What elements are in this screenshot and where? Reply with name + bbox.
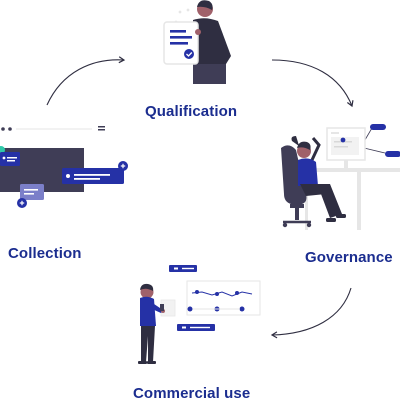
- person-torso: [140, 296, 156, 326]
- collection-illustration: [0, 122, 128, 208]
- arrow-governance-to-commercial: [270, 287, 352, 339]
- arrow-qualification-to-governance: [271, 59, 354, 108]
- person-torso: [298, 158, 318, 186]
- check-icon: [184, 49, 194, 59]
- person-torso: [193, 18, 231, 64]
- person-legs: [193, 64, 226, 84]
- stage-label-governance: Governance: [305, 249, 393, 266]
- arrow-collection-to-qualification: [46, 56, 126, 106]
- trend-line: [191, 291, 253, 297]
- status-pill: [370, 124, 386, 130]
- chair: [281, 145, 307, 204]
- chart-card: [186, 280, 261, 316]
- stage-label-qualification: Qualification: [145, 103, 238, 120]
- qualification-illustration: [163, 0, 231, 84]
- phone-icon: [160, 304, 164, 311]
- data-card: [20, 184, 44, 200]
- desk: [300, 168, 400, 172]
- document-icon: [163, 21, 199, 65]
- governance-illustration: [281, 124, 400, 230]
- data-card: [62, 168, 124, 184]
- stage-label-collection: Collection: [8, 245, 82, 262]
- person-legs: [300, 184, 342, 216]
- status-pill: [385, 151, 400, 157]
- commercial-illustration: [138, 265, 261, 364]
- data-card: [0, 152, 20, 166]
- person-legs: [141, 326, 155, 362]
- stage-label-commercial-use: Commercial use: [133, 385, 251, 402]
